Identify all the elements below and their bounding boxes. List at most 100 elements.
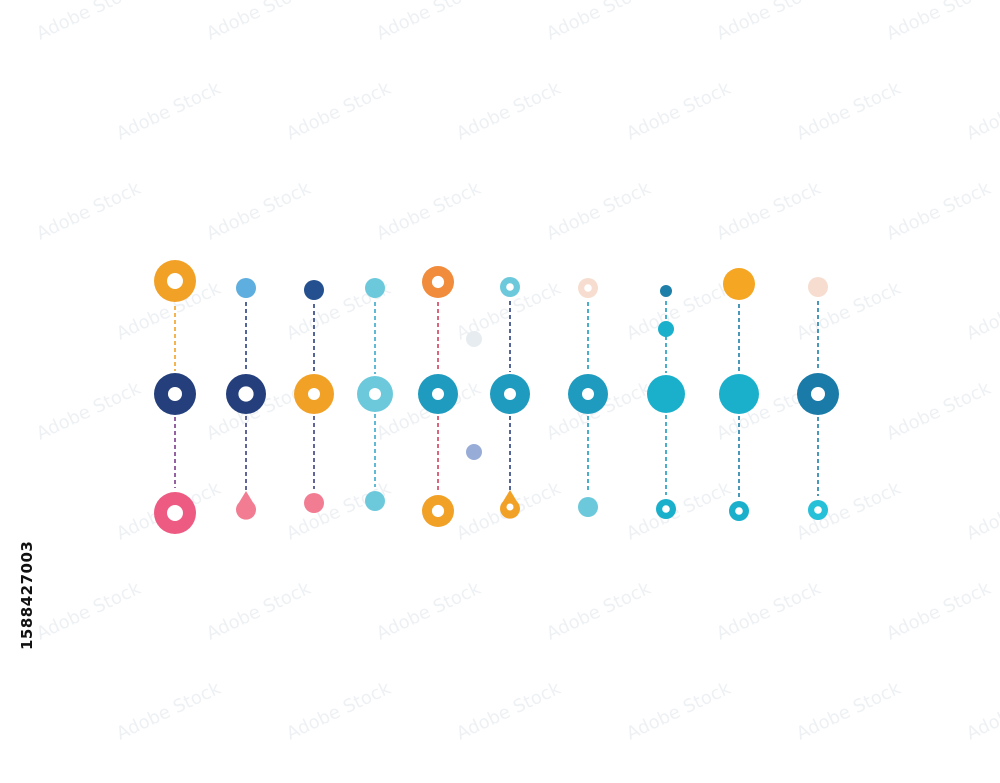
node-top-9-disc — [723, 268, 755, 300]
node-bottom-2-drop-shape — [236, 491, 257, 520]
floating-dot-grey — [466, 331, 482, 347]
node-bottom-9-hole — [735, 507, 743, 515]
watermark-text: Adobe Stock — [203, 578, 314, 645]
node-top-2-disc — [236, 278, 256, 298]
watermark-text: Adobe Stock — [793, 78, 904, 145]
check-icon — [239, 387, 253, 401]
watermark-text: Adobe Stock — [623, 478, 734, 545]
node-center-7 — [568, 374, 608, 414]
node-bottom-2 — [236, 491, 257, 520]
node-top-3 — [304, 280, 324, 300]
watermark-text: Adobe Stock — [113, 78, 224, 145]
watermark-text: Adobe Stock — [543, 578, 654, 645]
watermark-text: Adobe Stock — [713, 578, 824, 645]
watermark-text: Adobe Stock — [623, 78, 734, 145]
watermark-text: Adobe Stock — [453, 78, 564, 145]
node-center-2 — [226, 374, 266, 414]
node-bottom-10-hole — [814, 506, 822, 514]
node-bottom-3 — [304, 493, 324, 513]
node-top-5-hole — [431, 275, 445, 289]
watermark-text: Adobe Stock — [883, 578, 994, 645]
watermark-text: Adobe Stock — [453, 678, 564, 745]
node-top-5 — [422, 266, 454, 298]
extra-dots — [466, 321, 674, 460]
watermark-text: Adobe Stock — [713, 178, 824, 245]
watermark-text: Adobe Stock — [33, 178, 144, 245]
node-bottom-8-hole — [662, 505, 670, 513]
watermark-text: Adobe Stock — [373, 0, 484, 45]
watermark-text: Adobe Stock — [713, 0, 824, 45]
watermark-text: Adobe Stock — [623, 678, 734, 745]
node-top-3-disc — [304, 280, 324, 300]
node-top-1-hole — [167, 273, 183, 289]
node-bottom-8 — [656, 499, 676, 519]
watermark-text: Adobe Stock — [203, 0, 314, 45]
node-top-6 — [500, 277, 520, 297]
node-center-4 — [357, 376, 393, 412]
watermark-text: Adobe Stock — [33, 578, 144, 645]
node-bottom-4 — [365, 491, 385, 511]
node-bottom-9 — [729, 501, 749, 521]
node-bottom-3-disc — [304, 493, 324, 513]
watermark-text: Adobe Stock — [883, 378, 994, 445]
node-bottom-5 — [422, 495, 454, 527]
check-icon-mark — [242, 390, 251, 398]
node-bottom-1-hole — [167, 505, 183, 521]
node-bottom-10 — [808, 500, 828, 520]
node-center-8 — [647, 375, 685, 413]
floating-dot-lavender — [466, 444, 482, 460]
image-id-label: 1588427003 — [18, 540, 36, 650]
node-top-8-disc — [660, 285, 672, 297]
node-top-7-hole — [584, 284, 592, 292]
watermark-text: Adobe Stock — [623, 278, 734, 345]
node-top-1 — [154, 260, 196, 302]
node-center-9-disc — [719, 374, 759, 414]
watermark-text: Adobe Stock — [963, 678, 1000, 745]
node-bottom-7 — [578, 497, 598, 517]
node-top-10 — [808, 277, 828, 297]
node-center-4-hole — [369, 388, 381, 400]
watermark-text: Adobe Stock — [373, 178, 484, 245]
node-center-3 — [294, 374, 334, 414]
node-bottom-6-hole — [506, 503, 514, 511]
watermark-text: Adobe Stock — [283, 678, 394, 745]
watermark-text: Adobe Stock — [793, 678, 904, 745]
watermark-text: Adobe Stock — [203, 178, 314, 245]
node-top-8 — [660, 285, 672, 297]
watermark-text: Adobe Stock — [963, 78, 1000, 145]
check-icon-circle — [239, 387, 253, 401]
node-center-1-hole — [168, 387, 182, 401]
node-bottom-6 — [499, 490, 520, 519]
watermark-text: Adobe Stock — [883, 0, 994, 45]
node-center-6 — [490, 374, 530, 414]
watermark-text: Adobe Stock — [283, 78, 394, 145]
watermark-text: Adobe Stock — [373, 578, 484, 645]
node-top-7 — [578, 278, 598, 298]
node-bottom-7-disc — [578, 497, 598, 517]
node-bottom-1 — [154, 492, 196, 534]
watermark-text: Adobe Stock — [543, 178, 654, 245]
watermark-text: Adobe Stock — [543, 0, 654, 45]
watermark-text: Adobe Stock — [33, 0, 144, 45]
watermark-text: Adobe Stock — [33, 378, 144, 445]
node-center-1 — [154, 373, 196, 415]
watermark-text: Adobe Stock — [963, 278, 1000, 345]
node-top-6-hole — [506, 283, 514, 291]
watermark-text: Adobe Stock — [883, 178, 994, 245]
node-center-5-hole — [432, 388, 444, 400]
node-center-5 — [418, 374, 458, 414]
node-center-7-hole — [582, 388, 594, 400]
connector-layer — [174, 301, 819, 497]
node-bottom-5-hole — [431, 504, 445, 518]
node-top-9 — [723, 268, 755, 300]
watermark-text: Adobe Stock — [283, 478, 394, 545]
watermark-text: Adobe Stock — [963, 478, 1000, 545]
midpoint-dot-teal — [658, 321, 674, 337]
node-center-10 — [797, 373, 839, 415]
node-center-9 — [719, 374, 759, 414]
node-top-10-disc — [808, 277, 828, 297]
node-center-3-hole — [308, 388, 320, 400]
node-layer — [154, 260, 839, 534]
